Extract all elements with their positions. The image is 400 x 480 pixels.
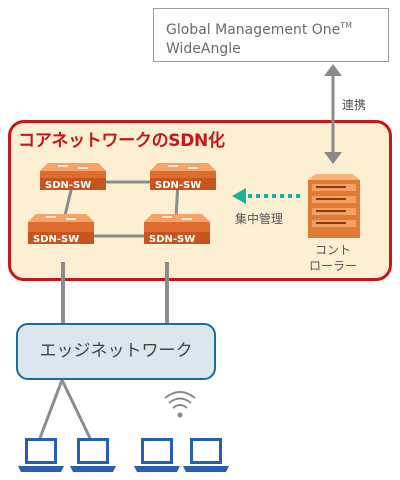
core-edge-links [61,262,169,323]
trademark: TM [340,21,353,30]
sync-arrow-head-up [324,64,342,76]
laptop-2 [70,438,116,472]
controller-label: コント ローラー [303,242,363,274]
laptop-3 [134,438,180,472]
switch-2 [150,163,216,190]
edge-laptop-links [38,379,92,439]
control-label: 集中管理 [235,212,284,226]
control-arrow-head [232,188,246,204]
controller-label-line1: コント [314,243,351,257]
link-label: 連携 [342,98,367,112]
edge-network-box: エッジネットワーク [16,323,216,380]
edge-network-label: エッジネットワーク [39,341,193,361]
core-network-title: コアネットワークのSDN化 [18,131,225,151]
management-product: WideAngle [166,41,241,57]
switch-1 [40,163,106,190]
laptop-4 [183,438,229,472]
wifi-icon [164,391,196,418]
switch-label-2: SDN-SW [155,180,202,191]
switch-label-1: SDN-SW [45,180,92,191]
sync-arrow-head-down [324,152,342,164]
switch-3 [28,214,94,244]
controller-icon [308,174,360,238]
switch-label-3: SDN-SW [33,234,80,245]
controller-label-line2: ローラー [308,259,357,273]
management-name: Global Management One [166,22,341,38]
switch-label-4: SDN-SW [149,234,196,245]
laptop-1 [18,438,64,472]
switch-4 [144,214,210,244]
management-system-box: Global Management OneTM WideAngle [153,8,389,62]
